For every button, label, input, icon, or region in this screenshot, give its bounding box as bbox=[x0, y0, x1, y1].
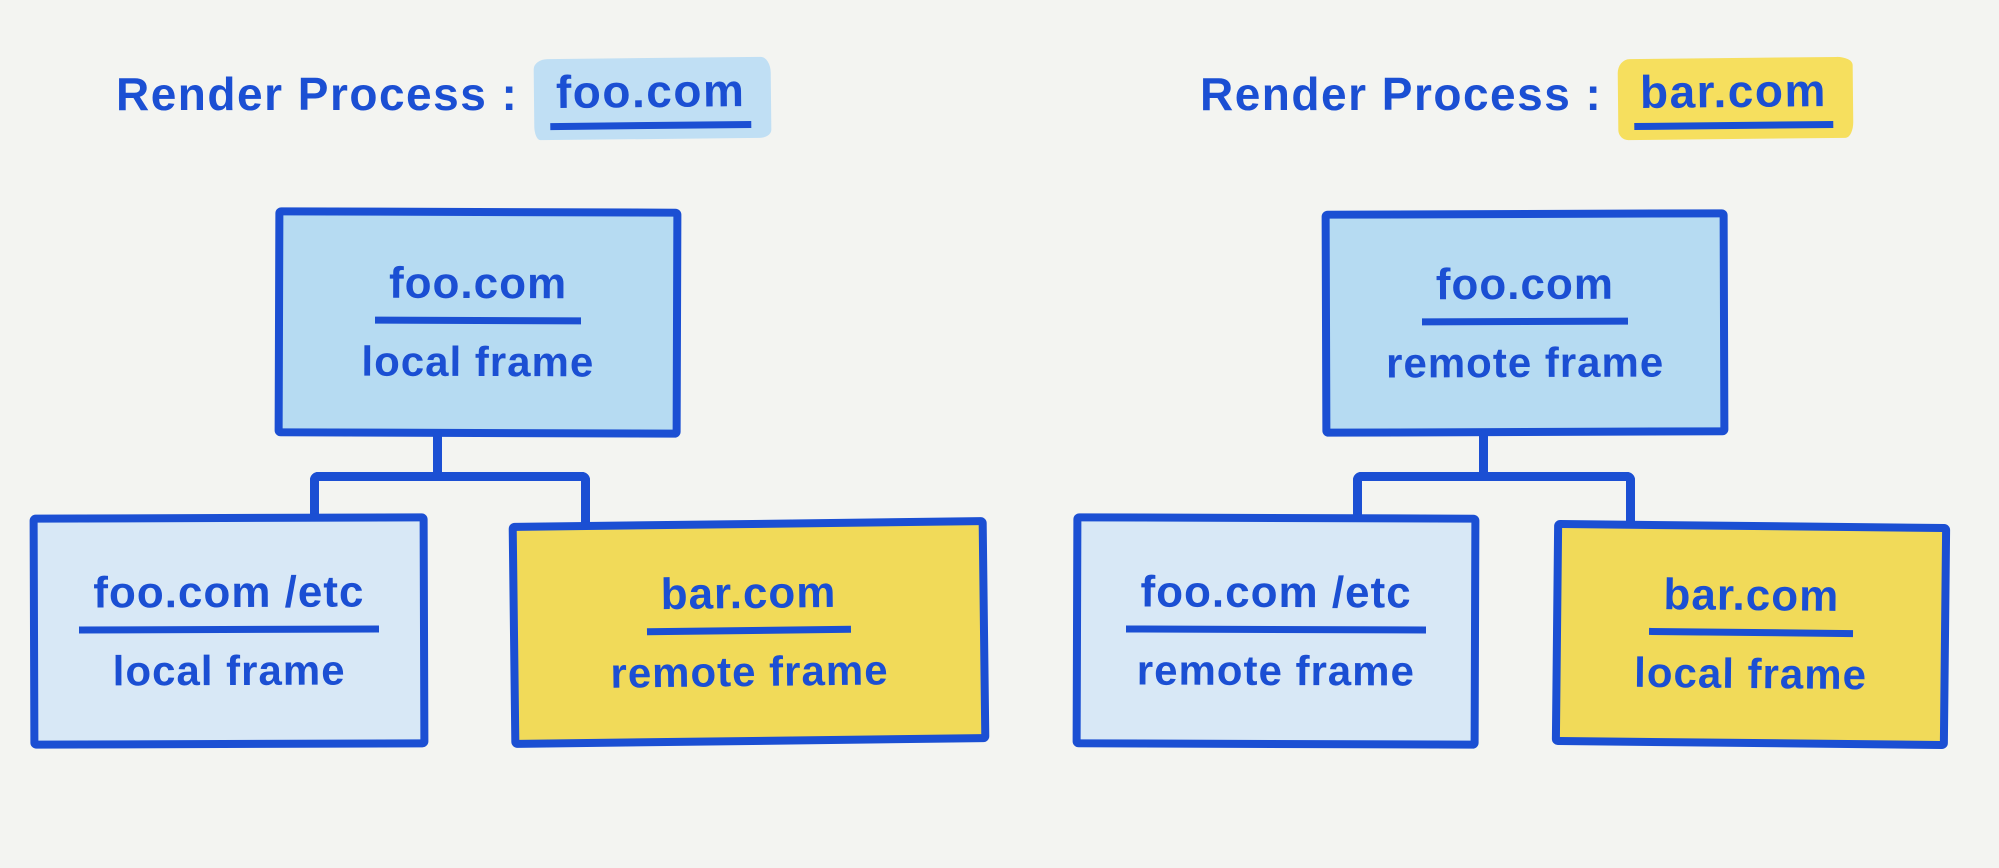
title-domain-highlight: bar.com bbox=[1617, 56, 1854, 141]
panel-title: Render Process : bar.com bbox=[1200, 56, 1854, 141]
render-process-bar-panel: Render Process : bar.com foo.com remote … bbox=[1000, 0, 1999, 868]
connector-bracket bbox=[310, 472, 590, 524]
frame-type-label: remote frame bbox=[610, 646, 889, 697]
render-process-foo-panel: Render Process : foo.com foo.com local f… bbox=[29, 56, 990, 749]
frame-domain: bar.com bbox=[646, 567, 851, 636]
frame-domain: foo.com /etc bbox=[79, 566, 379, 634]
frame-domain: foo.com bbox=[374, 258, 582, 325]
frame-domain: foo.com bbox=[1421, 259, 1629, 325]
connector-stem bbox=[433, 431, 442, 479]
frame-domain: bar.com bbox=[1649, 569, 1854, 638]
frame-domain: foo.com /etc bbox=[1126, 566, 1426, 634]
child-frame-box: foo.com /etc local frame bbox=[29, 513, 429, 749]
root-frame-box: foo.com local frame bbox=[274, 207, 682, 438]
root-frame-box: foo.com remote frame bbox=[1321, 209, 1729, 437]
frame-type-label: remote frame bbox=[1136, 646, 1415, 694]
connector-stem bbox=[1479, 430, 1488, 478]
child-frame-box: foo.com /etc remote frame bbox=[1072, 513, 1480, 749]
child-frame-box: bar.com remote frame bbox=[508, 517, 990, 748]
title-prefix: Render Process : bbox=[116, 68, 519, 120]
panel-title: Render Process : foo.com bbox=[116, 56, 773, 141]
title-domain-highlight: foo.com bbox=[533, 56, 773, 141]
title-domain: foo.com bbox=[550, 62, 753, 131]
frame-type-label: remote frame bbox=[1385, 338, 1665, 386]
title-domain: bar.com bbox=[1634, 62, 1834, 131]
connector-bracket bbox=[1353, 472, 1635, 524]
frame-type-label: local frame bbox=[361, 337, 595, 386]
frame-type-label: local frame bbox=[1633, 648, 1868, 699]
child-frame-box: bar.com local frame bbox=[1551, 519, 1951, 750]
frame-type-label: local frame bbox=[112, 646, 346, 694]
title-prefix: Render Process : bbox=[1200, 68, 1603, 120]
